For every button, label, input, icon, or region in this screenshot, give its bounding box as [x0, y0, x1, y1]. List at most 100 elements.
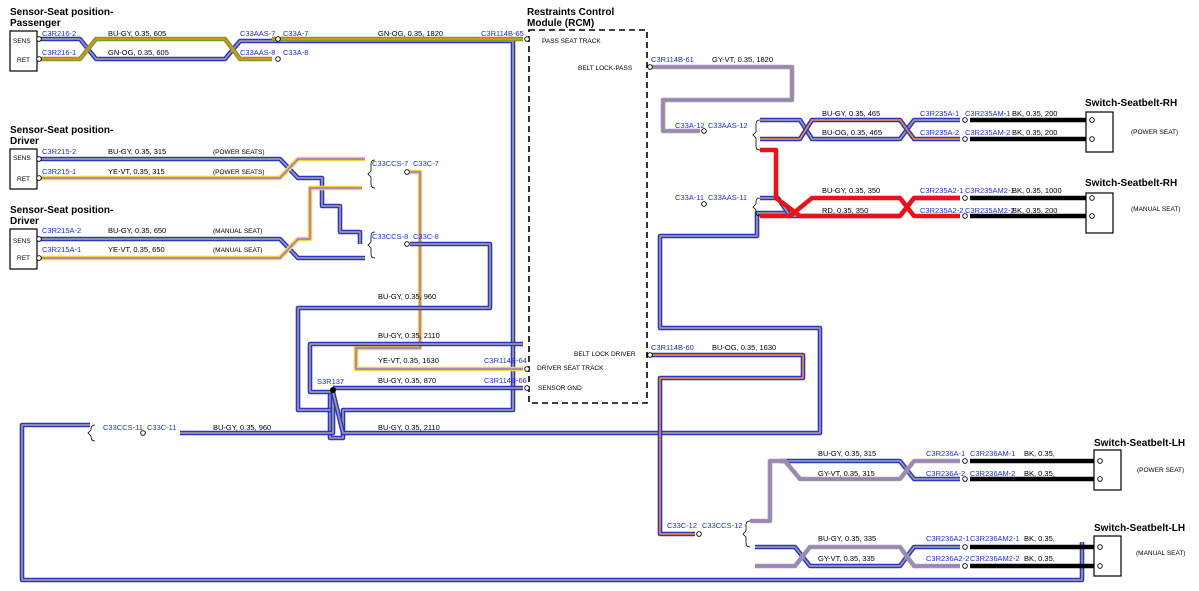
sensor-passenger-pin-ret: RET — [17, 57, 30, 64]
wire-label-lh-pwr-bk1: BK, 0.35, — [1024, 449, 1055, 458]
rcm-pin-belt-lock-driver: BELT LOCK DRIVER — [574, 351, 636, 358]
sensor-driver-power-title-2: Driver — [10, 136, 39, 147]
pin-c33a12 — [701, 128, 707, 134]
rcm-pin-pass-seat-track: PASS SEAT TRACK — [542, 38, 601, 45]
sensor-driver-power-pin-sens: SENS — [13, 155, 31, 162]
pin-c3r235a2-1 — [962, 195, 968, 201]
sensor-passenger-pin-sens: SENS — [13, 38, 31, 45]
pin-c33a7 — [275, 36, 281, 42]
pin-c33a8 — [275, 56, 281, 62]
conn-c33ccs-11: C33CCS-11 — [103, 423, 143, 432]
rcm-title-line1: Restraints Control — [527, 7, 614, 18]
wire-rh-man-2b — [760, 195, 960, 219]
wire-label-gnd-2110: BU-GY, 0.35, 2110 — [378, 331, 440, 340]
wire-belt-driver — [650, 352, 806, 537]
conn-c3r236am2-1: C3R236AM2-1 — [970, 534, 1020, 543]
pin-c3r114b61 — [647, 64, 653, 70]
splice-s3r137 — [330, 387, 336, 393]
pin-c3r114b66 — [524, 385, 530, 391]
wire-layer — [19, 36, 1104, 583]
pin-c3r114b65 — [524, 36, 530, 42]
conn-c33a-11: C33A-11 — [675, 193, 704, 202]
conn-c3r215a-1: C3R215A-1 — [42, 245, 81, 254]
wire-label-rh-man-2: RD, 0.35, 350 — [822, 206, 868, 215]
switch-lh-manual-box — [1093, 535, 1122, 577]
wire-c33c7-track — [353, 169, 523, 372]
wire-label-lh-man-bk1: BK, 0.35, — [1024, 534, 1055, 543]
pin-sens-drvm — [36, 236, 42, 242]
wire-label-lh-pwr-2: GY-VT, 0.35, 315 — [818, 469, 875, 478]
note-power-seats-2: (POWER SEATS) — [213, 169, 265, 176]
sensor-driver-manual-title-1: Sensor-Seat position- — [10, 205, 113, 216]
conn-c3r216-2: C3R216-2 — [42, 29, 76, 38]
pin-sw-lh-p1 — [1097, 458, 1103, 464]
conn-c3r235am-2: C3R235AM-2 — [965, 128, 1010, 137]
brace-c33aas12 — [752, 119, 761, 151]
conn-c3r215a-2: C3R215A-2 — [42, 226, 81, 235]
sensor-driver-manual-box — [9, 228, 38, 270]
sensor-driver-power: Sensor-Seat position- Driver SENS RET — [9, 125, 113, 190]
conn-c33c-7: C33C-7 — [413, 159, 439, 168]
pin-c3r236a1 — [962, 458, 968, 464]
conn-c33aas-12: C33AAS-12 — [708, 121, 748, 130]
conn-c33ccs-8: C33CCS-8 — [372, 232, 408, 241]
rcm-pin-sensor-gnd: SENSOR GND — [538, 385, 582, 392]
wire-label-pass-track: GN-OG, 0.35, 1820 — [378, 29, 443, 38]
pin-ret-pass — [36, 56, 42, 62]
conn-c3r114b-64: C3R114B-64 — [484, 356, 527, 365]
wire-label-rh-man-1: BU-GY, 0.35, 350 — [822, 186, 880, 195]
switch-lh-manual-title: Switch-Seatbelt-LH — [1094, 523, 1185, 534]
sensor-driver-manual-title-2: Driver — [10, 216, 39, 227]
conn-c33ccs-7: C33CCS-7 — [372, 159, 408, 168]
wire-pass-ret — [37, 36, 272, 62]
brace-c33aas11 — [752, 197, 761, 217]
pin-sw-rh-m1 — [1089, 195, 1095, 201]
brace-c33ccs8 — [367, 231, 376, 259]
pin-c3r236a2 — [962, 476, 968, 482]
sensor-passenger-title-1: Sensor-Seat position- — [10, 7, 113, 18]
note-manual-seat-2: (MANUAL SEAT) — [213, 247, 262, 254]
wire-loop-bottom — [19, 422, 1085, 583]
pin-c3r235a2 — [962, 136, 968, 142]
pin-sens-drv — [36, 156, 42, 162]
pin-c3r235a1 — [962, 117, 968, 123]
pin-sw-rh-p1 — [1089, 117, 1095, 123]
wire-rh-pwr-1 — [760, 117, 960, 142]
wire-label-rh-pwr-1: BU-GY, 0.35, 465 — [822, 109, 880, 118]
wire-gnd-2110-b — [330, 210, 823, 436]
switch-rh-power-note: (POWER SEAT) — [1131, 129, 1178, 136]
sensor-driver-manual: Sensor-Seat position- Driver SENS RET — [9, 205, 113, 270]
conn-c33c-8: C33C-8 — [413, 232, 439, 241]
rcm-pin-belt-lock-pass: BELT LOCK-PASS — [578, 65, 633, 72]
conn-c3r236a-2: C3R236A-2 — [926, 469, 965, 478]
wire-label-drv-track: YE-VT, 0.35, 1630 — [378, 356, 439, 365]
switch-rh-power: Switch-Seatbelt-RH (POWER SEAT) — [1085, 98, 1178, 153]
pin-c33c7 — [404, 169, 410, 175]
wire-belt-pass — [650, 64, 795, 134]
wire-label-lh-pwr-1: BU-GY, 0.35, 315 — [818, 449, 876, 458]
wire-gnd-2110 — [307, 341, 523, 395]
conn-c33aas-8: C33AAS-8 — [240, 48, 275, 57]
conn-c3r114b-66: C3R114B-66 — [484, 376, 527, 385]
sensor-driver-power-box — [9, 148, 38, 190]
wire-label-lh-man-bk2: BK, 0.35, — [1024, 554, 1055, 563]
wire-lh-pwr-2 — [750, 458, 960, 524]
brace-c33ccs11 — [87, 424, 96, 442]
switch-rh-manual-note: (MANUAL SEAT) — [1131, 206, 1180, 213]
rcm-box — [528, 29, 648, 404]
pin-sw-lh-m1 — [1097, 544, 1103, 550]
conn-c3r215-2: C3R215-2 — [42, 147, 76, 156]
conn-c3r216-1: C3R216-1 — [42, 48, 76, 57]
note-manual-seat-1: (MANUAL SEAT) — [213, 228, 262, 235]
switch-rh-power-box — [1085, 111, 1114, 153]
pin-c3r114b60 — [647, 352, 653, 358]
conn-c3r215-1: C3R215-1 — [42, 167, 76, 176]
sensor-passenger: Sensor-Seat position- Passenger SENS RET — [9, 7, 113, 72]
conn-c33aas-7: C33AAS-7 — [240, 29, 275, 38]
wire-lh-man-2 — [755, 544, 960, 569]
wire-label-pass-ret: GN-OG, 0.35, 605 — [108, 48, 169, 57]
pin-ret-drv — [36, 175, 42, 181]
switch-lh-power-title: Switch-Seatbelt-LH — [1094, 438, 1185, 449]
conn-c3r235a-1: C3R235A-1 — [920, 109, 959, 118]
wire-drv-pwr-ret — [37, 156, 365, 181]
